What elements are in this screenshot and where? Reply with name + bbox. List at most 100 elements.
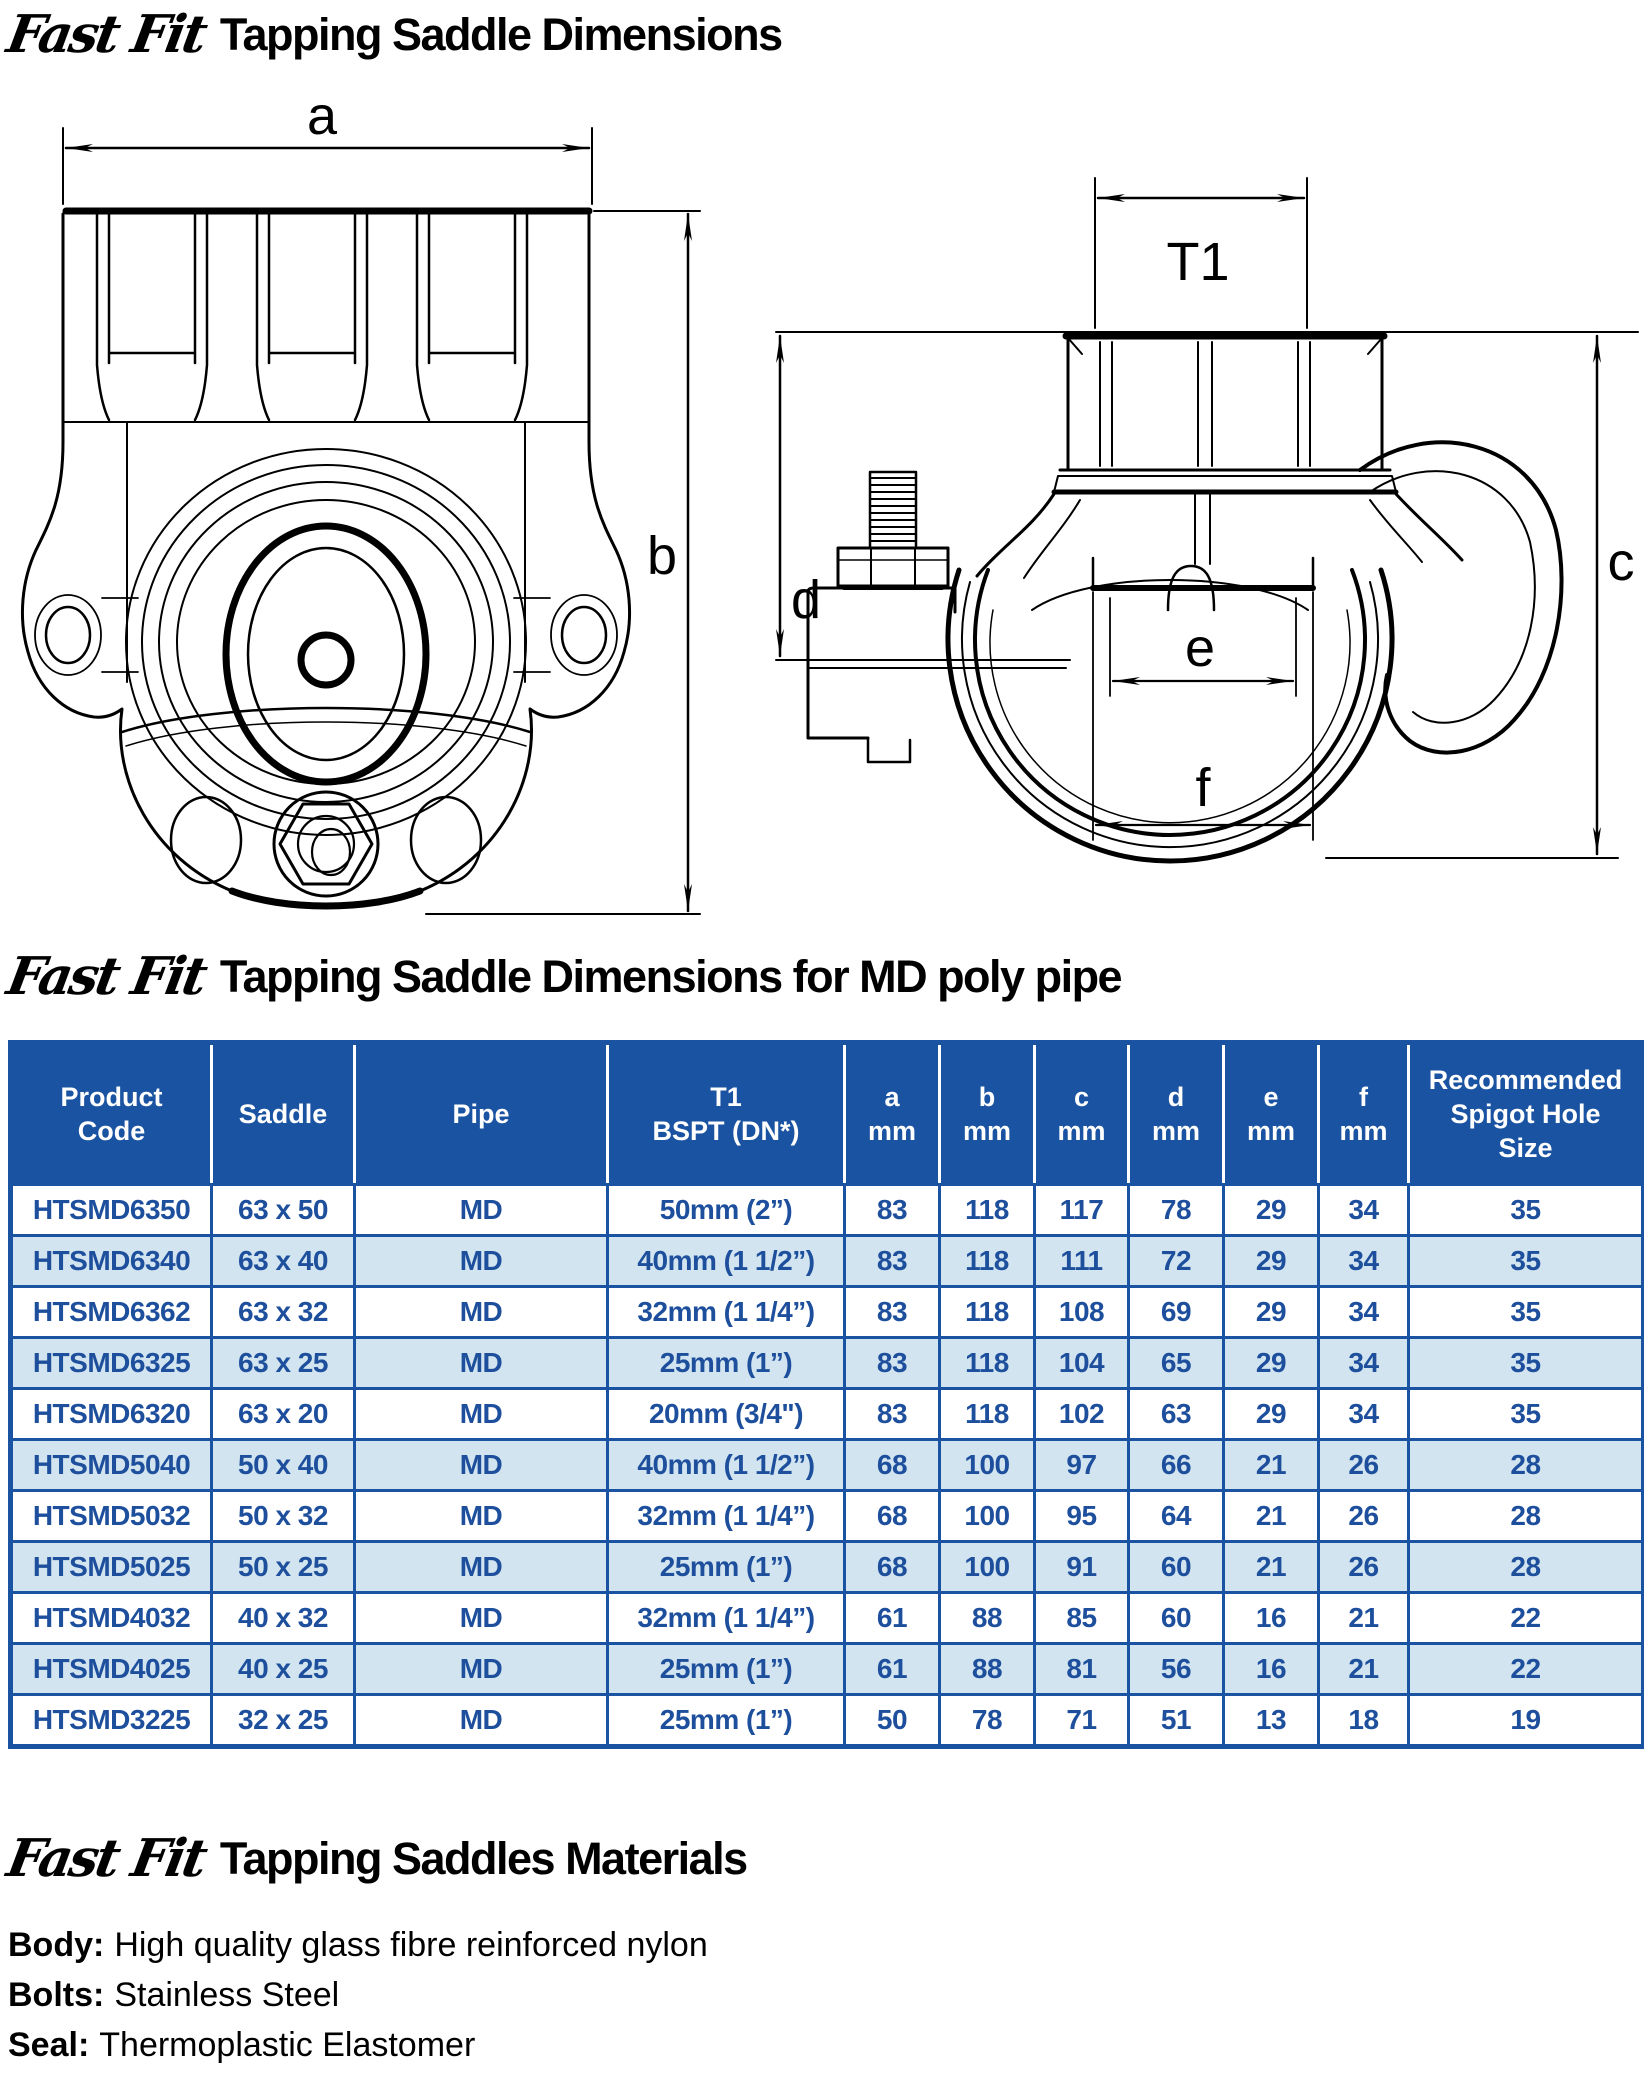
cell: 21 <box>1222 1540 1317 1591</box>
bolt-hex-facets <box>870 547 916 587</box>
cell: 118 <box>938 1183 1033 1234</box>
right-ear-hole <box>560 605 608 665</box>
shoulder-inner-lines <box>1023 499 1423 579</box>
cell: 26 <box>1317 1540 1407 1591</box>
cell: 100 <box>938 1438 1033 1489</box>
cell: 60 <box>1127 1591 1222 1642</box>
bolt-hex-head <box>836 546 950 588</box>
cell: 117 <box>1033 1183 1127 1234</box>
dim-label-d: d <box>791 570 821 630</box>
cell: 35 <box>1407 1336 1641 1387</box>
cell: 83 <box>843 1285 938 1336</box>
cell: 34 <box>1317 1285 1407 1336</box>
left-shoulder <box>975 492 1056 578</box>
hinge-flange-lines <box>809 659 1071 669</box>
header-cell-spigot: Recommended Spigot Hole Size <box>1407 1045 1641 1183</box>
cell: 63 x 20 <box>210 1387 353 1438</box>
cell: 104 <box>1033 1336 1127 1387</box>
cell: MD <box>353 1387 606 1438</box>
cell: 35 <box>1407 1285 1641 1336</box>
cell: MD <box>353 1642 606 1693</box>
cell: 28 <box>1407 1489 1641 1540</box>
cell: 97 <box>1033 1438 1127 1489</box>
outlet-cap-facets <box>1099 341 1311 467</box>
cell: 32 x 25 <box>210 1693 353 1744</box>
cell: 50 x 25 <box>210 1540 353 1591</box>
cell: 60 <box>1127 1540 1222 1591</box>
material-bolts: Bolts:Stainless Steel <box>8 1976 708 2015</box>
ring-top-contour <box>1031 579 1309 611</box>
cell: 32mm (1 1/4”) <box>606 1591 843 1642</box>
cell: 100 <box>938 1489 1033 1540</box>
cell: 40 x 32 <box>210 1591 353 1642</box>
material-body: Body:High quality glass fibre reinforced… <box>8 1926 708 1965</box>
cell: 50 <box>843 1693 938 1744</box>
cell: 40mm (1 1/2”) <box>606 1438 843 1489</box>
cell: HTSMD4032 <box>13 1591 210 1642</box>
cell: 100 <box>938 1540 1033 1591</box>
cell: 32mm (1 1/4”) <box>606 1489 843 1540</box>
outlet-cap-sides <box>1058 336 1392 472</box>
lower-curve-1 <box>120 706 532 734</box>
header-cell-a: a mm <box>843 1045 938 1183</box>
cell: 22 <box>1407 1642 1641 1693</box>
cell: HTSMD6325 <box>13 1336 210 1387</box>
dim-label-t1: T1 <box>1166 232 1229 292</box>
cell: 13 <box>1222 1693 1317 1744</box>
material-body-label: Body: <box>8 1926 105 1964</box>
cell: 40 x 25 <box>210 1642 353 1693</box>
cell: 26 <box>1317 1438 1407 1489</box>
seal-ring-thick <box>222 522 430 786</box>
hex-nut-bore <box>296 814 356 874</box>
slot-left <box>95 209 209 422</box>
cell: 88 <box>938 1642 1033 1693</box>
cell: 71 <box>1033 1693 1127 1744</box>
cell: HTSMD6362 <box>13 1285 210 1336</box>
table-header: Product Code Saddle Pipe T1 BSPT (DN*) a… <box>13 1045 1641 1183</box>
left-ear-hole <box>44 605 92 665</box>
front-view-drawing: a b <box>20 86 701 915</box>
outer-ring-2 <box>158 481 494 803</box>
cell: 51 <box>1127 1693 1222 1744</box>
cell: 32mm (1 1/4”) <box>606 1285 843 1336</box>
cell: 29 <box>1222 1234 1317 1285</box>
header-cell-saddle: Saddle <box>210 1045 353 1183</box>
page-title-text: Tapping Saddle Dimensions <box>219 9 783 60</box>
cell: 50mm (2”) <box>606 1183 843 1234</box>
cell: 22 <box>1407 1591 1641 1642</box>
bolt-threads <box>869 477 917 542</box>
material-seal-value: Thermoplastic Elastomer <box>99 2026 476 2064</box>
outer-ring-3 <box>141 464 511 820</box>
materials-section-title-text: Tapping Saddles Materials <box>219 1833 748 1884</box>
header-cell-c: c mm <box>1033 1045 1127 1183</box>
header-row: Product Code Saddle Pipe T1 BSPT (DN*) a… <box>13 1045 1641 1183</box>
cell: HTSMD3225 <box>13 1693 210 1744</box>
cell: 118 <box>938 1336 1033 1387</box>
cell: 68 <box>843 1540 938 1591</box>
left-ear-boss <box>34 594 102 676</box>
dim-label-f: f <box>1195 758 1211 818</box>
header-cell-e: e mm <box>1222 1045 1317 1183</box>
header-cell-b: b mm <box>938 1045 1033 1183</box>
bottom-hole-left <box>169 795 243 885</box>
cell: 118 <box>938 1285 1033 1336</box>
cell: HTSMD6320 <box>13 1387 210 1438</box>
cell: 118 <box>938 1234 1033 1285</box>
header-cell-t1: T1 BSPT (DN*) <box>606 1045 843 1183</box>
cell: MD <box>353 1591 606 1642</box>
cell: 35 <box>1407 1387 1641 1438</box>
material-seal: Seal:Thermoplastic Elastomer <box>8 2026 708 2065</box>
dim-label-a: a <box>307 86 338 146</box>
cell: 21 <box>1317 1642 1407 1693</box>
hinge-flange <box>806 586 957 740</box>
outer-ring-4 <box>125 448 527 836</box>
